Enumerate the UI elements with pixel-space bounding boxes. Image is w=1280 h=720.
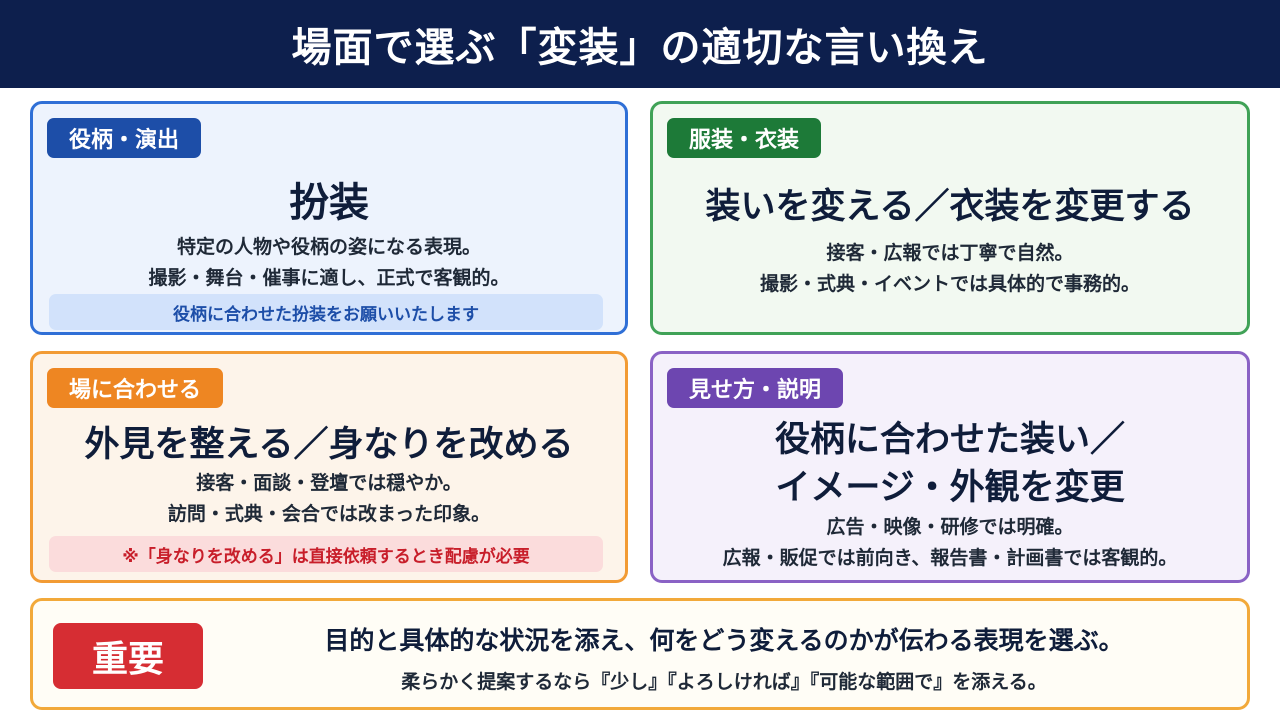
card-role-desc-line: 撮影・舞台・催事に適し、正式で客観的。 xyxy=(148,267,510,289)
card-role-description: 特定の人物や役柄の姿になる表現。 撮影・舞台・催事に適し、正式で客観的。 xyxy=(33,232,625,294)
card-presentation-tag: 見せ方・説明 xyxy=(667,368,844,408)
card-costume: 服装・衣装 装いを変える／衣装を変更する 接客・広報では丁寧で自然。 撮影・式典… xyxy=(650,101,1250,335)
card-costume-desc-line: 撮影・式典・イベントでは具体的で事務的。 xyxy=(759,273,1140,295)
card-role-example-note: 役柄に合わせた扮装をお願いいたします xyxy=(49,294,603,330)
important-sub-text: 柔らかく提案するなら『少し』『よろしければ』『可能な範囲で』を添える。 xyxy=(401,671,1047,693)
card-occasion-desc-line: 訪問・式典・会合では改まった印象。 xyxy=(167,503,491,525)
card-costume-description: 接客・広報では丁寧で自然。 撮影・式典・イベントでは具体的で事務的。 xyxy=(653,238,1247,300)
card-presentation-headline-line: 役柄に合わせた装い／ xyxy=(774,420,1125,460)
card-presentation-desc-line: 広告・映像・研修では明確。 xyxy=(826,516,1074,538)
card-presentation-description: 広告・映像・研修では明確。 広報・販促では前向き、報告書・計画書では客観的。 xyxy=(653,512,1247,574)
card-occasion-tag: 場に合わせる xyxy=(47,368,224,408)
card-presentation: 見せ方・説明 役柄に合わせた装い／ イメージ・外観を変更 広告・映像・研修では明… xyxy=(650,351,1250,583)
page-title: 場面で選ぶ「変装」の適切な言い換え xyxy=(291,25,989,71)
important-main-text: 目的と具体的な状況を添え、何をどう変えるのかが伝わる表現を選ぶ。 xyxy=(324,626,1124,655)
important-box: 重要 目的と具体的な状況を添え、何をどう変えるのかが伝わる表現を選ぶ。 柔らかく… xyxy=(30,598,1250,710)
card-role-desc-line: 特定の人物や役柄の姿になる表現。 xyxy=(176,236,481,258)
card-occasion-headline: 外見を整える／身なりを改める xyxy=(84,425,574,465)
card-presentation-headline: 役柄に合わせた装い／ イメージ・外観を変更 xyxy=(653,416,1247,512)
card-costume-desc-line: 接客・広報では丁寧で自然。 xyxy=(826,242,1074,264)
card-occasion-desc-line: 接客・面談・登壇では穏やか。 xyxy=(196,472,462,494)
card-occasion-caution-note: ※「身なりを改める」は直接依頼するとき配慮が必要 xyxy=(49,536,603,572)
card-role-headline: 扮装 xyxy=(289,180,369,226)
card-costume-tag: 服装・衣装 xyxy=(667,118,822,158)
card-presentation-desc-line: 広報・販促では前向き、報告書・計画書では客観的。 xyxy=(722,547,1178,569)
header-banner: 場面で選ぶ「変装」の適切な言い換え xyxy=(0,0,1280,88)
card-costume-headline: 装いを変える／衣装を変更する xyxy=(705,187,1195,227)
card-occasion: 場に合わせる 外見を整える／身なりを改める 接客・面談・登壇では穏やか。 訪問・… xyxy=(30,351,628,583)
card-role: 役柄・演出 扮装 特定の人物や役柄の姿になる表現。 撮影・舞台・催事に適し、正式… xyxy=(30,101,628,335)
card-occasion-description: 接客・面談・登壇では穏やか。 訪問・式典・会合では改まった印象。 xyxy=(33,468,625,530)
card-presentation-headline-line: イメージ・外観を変更 xyxy=(775,468,1125,508)
important-badge: 重要 xyxy=(53,623,203,689)
card-role-tag: 役柄・演出 xyxy=(47,118,202,158)
